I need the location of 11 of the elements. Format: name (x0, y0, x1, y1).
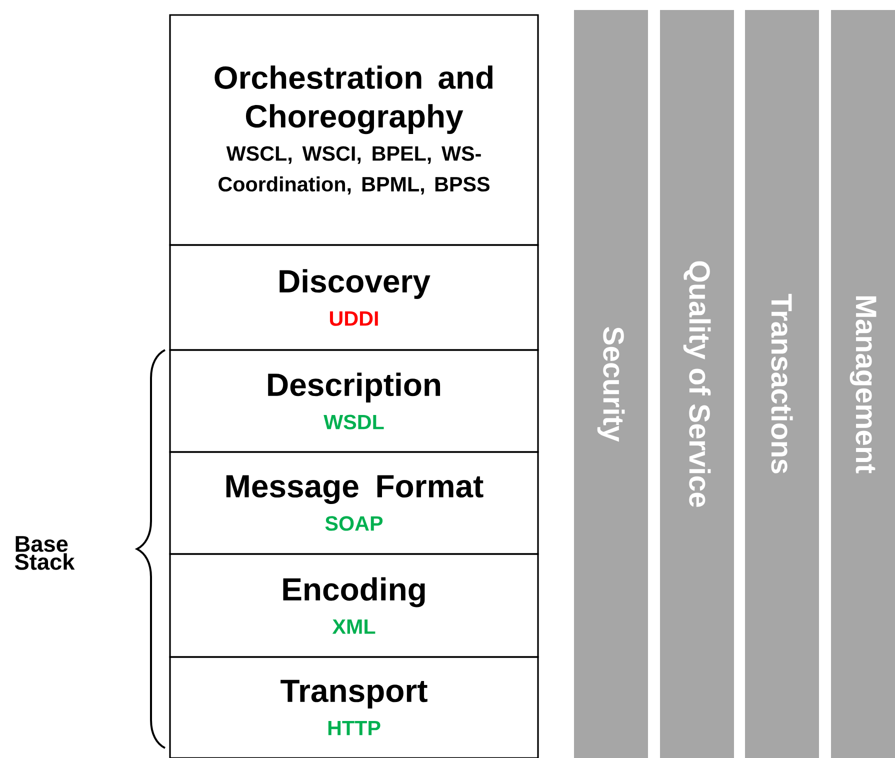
layer-box: Discovery UDDI (169, 244, 539, 351)
layer-box: Orchestration and Choreography WSCL, WSCI, BPEL, WS-Coordination, BPML, BPSS (169, 14, 539, 246)
vertical-band: Security (574, 10, 648, 758)
vertical-band: Management (831, 10, 895, 758)
layer-box: Description WSDL (169, 349, 539, 453)
bracket-label: Base Stack (14, 536, 75, 570)
layer-box: Message Format SOAP (169, 451, 539, 555)
vertical-band: Quality of Service (660, 10, 734, 758)
layer-box: Encoding XML (169, 553, 539, 658)
layer-box: Transport HTTP (169, 656, 539, 758)
vertical-band: Transactions (745, 10, 819, 758)
